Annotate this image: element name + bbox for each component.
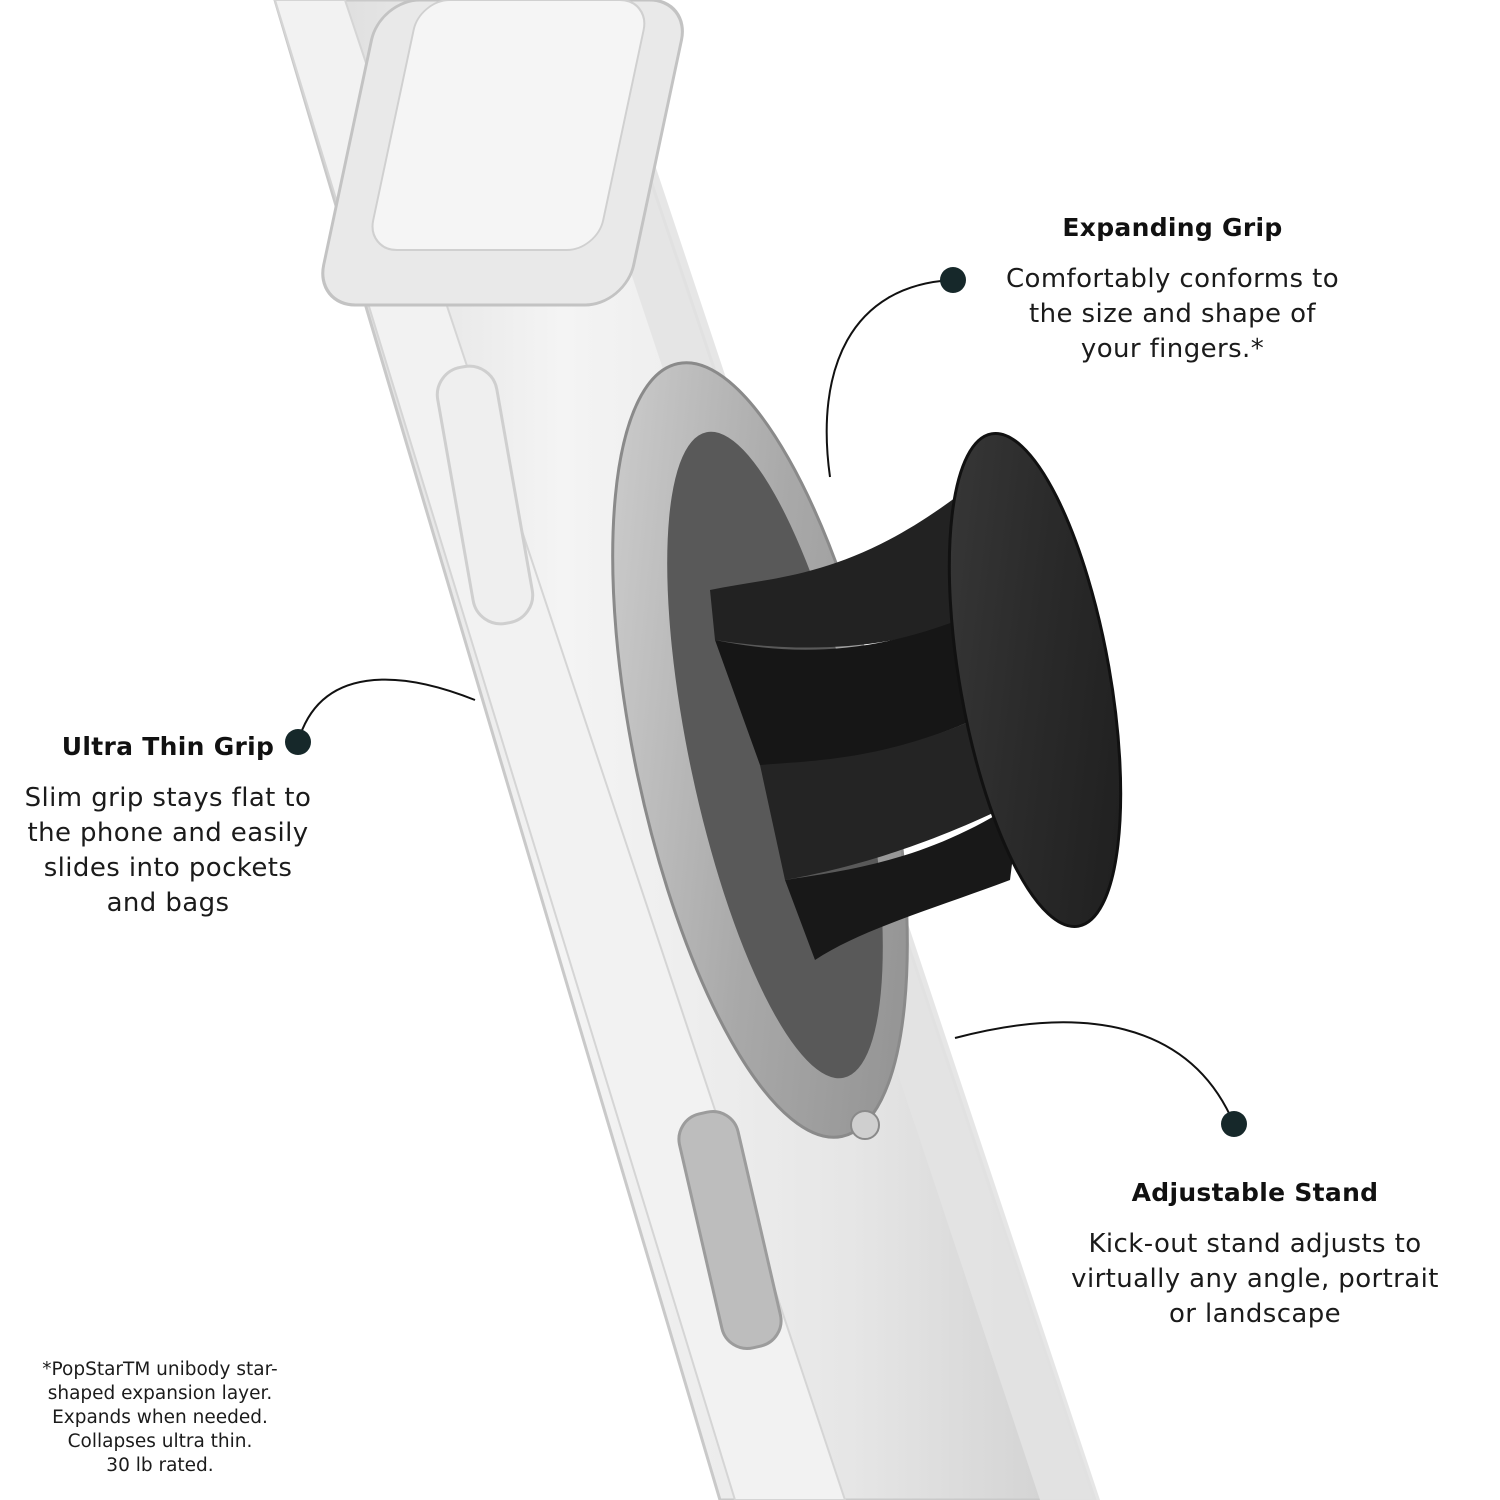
accordion-band-4 [785, 800, 1020, 960]
case-volume-button [435, 364, 535, 626]
leader-dot-ultra [285, 729, 311, 755]
leader-line-ultra [297, 678, 476, 743]
callout-expanding-grip: Expanding Grip Comfortably conforms to t… [960, 213, 1385, 367]
callout-title: Expanding Grip [1062, 213, 1283, 242]
callout-ultra-thin-grip: Ultra Thin Grip Slim grip stays flat to … [8, 732, 328, 921]
callout-description: Kick-out stand adjusts to virtually any … [1071, 1229, 1439, 1329]
leader-dot-stand [1221, 1111, 1247, 1137]
callout-leaders [285, 267, 1247, 1137]
callout-title: Adjustable Stand [1131, 1178, 1379, 1207]
accordion-band-1 [710, 470, 1005, 648]
leader-line-expanding [825, 279, 954, 478]
stand-hinge [850, 1110, 880, 1140]
grip-cap [947, 431, 1123, 929]
accordion-band-3 [760, 700, 1020, 880]
leader-dot-expanding [940, 267, 966, 293]
camera-bump-inner [371, 0, 646, 251]
expanding-grip-accordion [710, 470, 1020, 960]
case-power-button [677, 1110, 783, 1350]
leader-line-stand [954, 1021, 1235, 1125]
callout-description: Slim grip stays flat to the phone and ea… [24, 783, 312, 918]
accordion-band-2 [715, 600, 1015, 767]
footnote: *PopStarTM unibody star- shaped expansio… [42, 1359, 278, 1476]
callout-title: Ultra Thin Grip [61, 732, 275, 761]
callout-adjustable-stand: Adjustable Stand Kick-out stand adjusts … [1045, 1178, 1465, 1332]
callout-description: Comfortably conforms to the size and sha… [1005, 264, 1340, 364]
